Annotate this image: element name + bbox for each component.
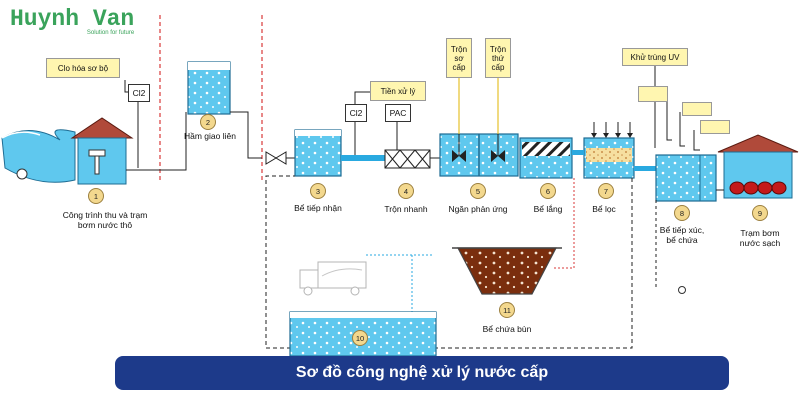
stage-2-number: 2 bbox=[200, 114, 216, 130]
stage-2-label: Hầm giao liên bbox=[184, 131, 236, 141]
stage-6-number: 6 bbox=[540, 183, 556, 199]
backwash-arrows-icon bbox=[591, 122, 633, 138]
pipe-7-8 bbox=[634, 166, 656, 171]
brand-name: Huynh Van bbox=[10, 6, 135, 32]
station-1-house bbox=[70, 117, 134, 185]
cl2-intake-box: Cl2 bbox=[128, 84, 150, 102]
stage-10-number: 10 bbox=[352, 330, 368, 346]
stage-7-label: Bể lọc bbox=[592, 204, 616, 214]
stage-4-label: Trộn nhanh bbox=[384, 204, 428, 214]
truck-icon bbox=[299, 261, 367, 296]
brand-logo: Huynh Van Solution for future bbox=[10, 7, 134, 36]
raw-water-pipe bbox=[126, 112, 187, 171]
pipe-3-4 bbox=[341, 155, 385, 161]
stage-8-label: Bể tiếp xúc, bể chứa bbox=[659, 225, 705, 245]
cl2-tank-box: Cl2 bbox=[345, 104, 367, 122]
stage-3-number: 3 bbox=[310, 183, 326, 199]
valve-icon bbox=[265, 151, 287, 165]
stage-5-number: 5 bbox=[470, 183, 486, 199]
stage-8-number: 8 bbox=[674, 205, 690, 221]
river-intake bbox=[1, 129, 76, 183]
stage-9-number: 9 bbox=[752, 205, 768, 221]
first-mixing-box: Trộn sơ cấp bbox=[446, 38, 472, 78]
pac-box: PAC bbox=[385, 104, 411, 122]
diagram-title: Sơ đồ công nghệ xử lý nước cấp bbox=[295, 364, 549, 381]
return-line bbox=[265, 175, 633, 349]
pre-chlorination-box: Clo hóa sơ bộ bbox=[46, 58, 120, 78]
stage-6-label: Bể lắng bbox=[533, 204, 563, 214]
stage-11-label: Bể chứa bùn bbox=[482, 324, 532, 334]
pretreatment-box: Tiền xử lý bbox=[370, 81, 426, 101]
title-banner: Sơ đồ công nghệ xử lý nước cấp bbox=[115, 356, 729, 390]
stage-7-number: 7 bbox=[598, 183, 614, 199]
second-mixing-box: Trộn thứ cấp bbox=[485, 38, 511, 78]
uv-disinfection-box: Khử trùng UV bbox=[622, 48, 688, 66]
tank-8-contact bbox=[655, 154, 717, 202]
note-box-1 bbox=[638, 86, 668, 102]
stage-4-number: 4 bbox=[398, 183, 414, 199]
note-box-3 bbox=[700, 120, 730, 134]
stage-9-label: Trạm bơm nước sạch bbox=[739, 228, 781, 248]
note-box-2 bbox=[682, 102, 712, 116]
brand-tagline: Solution for future bbox=[86, 30, 135, 36]
stage-5-label: Ngăn phản ứng bbox=[448, 204, 508, 214]
stage-1-label: Công trình thu và trạm bơm nước thô bbox=[62, 210, 148, 230]
tank-11-sludge bbox=[457, 247, 557, 295]
uv-label: Khử trùng UV bbox=[630, 52, 680, 62]
tank-3-receiving bbox=[294, 129, 342, 177]
stage-3-label: Bể tiếp nhận bbox=[294, 203, 342, 213]
static-mixer bbox=[384, 149, 431, 169]
station-9-house bbox=[717, 134, 799, 199]
sludge-line bbox=[553, 178, 575, 269]
stage-1-number: 1 bbox=[88, 188, 104, 204]
stage-11-number: 11 bbox=[499, 302, 515, 318]
